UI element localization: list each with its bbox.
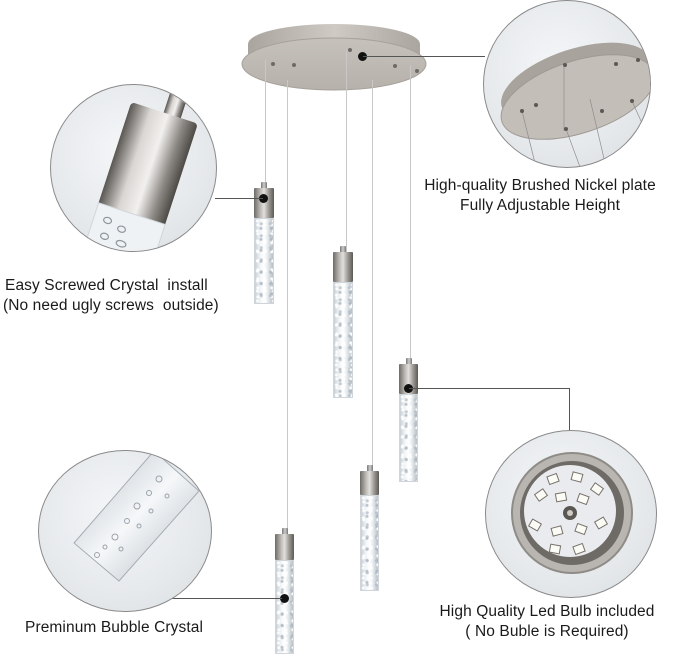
canopy-callout-caption: High-quality Brushed Nickel plate Fully … <box>402 176 678 216</box>
bubble-crystal-leader-line <box>170 598 282 599</box>
canopy-closeup-graphic <box>500 42 650 167</box>
suspension-wire <box>265 60 266 187</box>
bubble-crystal-callout-caption: Preminum Bubble Crystal <box>25 618 203 638</box>
crystal-install-callout-title: Easy Screwed Crystal install <box>5 277 208 294</box>
led-chip-closeup-inset <box>485 430 657 598</box>
canopy-plate <box>238 14 431 100</box>
suspension-wire <box>346 50 347 253</box>
pendant-light-5 <box>275 528 294 654</box>
crystal-install-callout-subtitle: (No need ugly screws outside) <box>3 297 219 314</box>
pendant-light-2 <box>333 246 353 398</box>
suspension-wire <box>410 65 411 365</box>
led-bulb-leader-line-v <box>569 388 570 432</box>
crystal-install-leader-line <box>215 198 263 199</box>
canopy-plate-closeup-inset <box>483 0 651 168</box>
canopy-plate-graphic <box>241 24 427 100</box>
suspension-wire <box>372 80 373 468</box>
screw-cap-closeup-inset <box>50 84 217 252</box>
canopy-callout-dot <box>358 52 367 61</box>
led-bulb-callout-title: High Quality Led Bulb included <box>439 603 655 620</box>
led-chip-closeup-graphic <box>511 452 633 574</box>
pendant-light-4 <box>360 465 379 591</box>
bubble-crystal-callout-title: Preminum Bubble Crystal <box>25 619 204 636</box>
canopy-callout-subtitle: Fully Adjustable Height <box>460 197 620 214</box>
canopy-leader-line <box>363 56 485 57</box>
pendant-5-callout-dot <box>280 594 289 603</box>
pendant-light-3 <box>399 358 418 482</box>
crystal-install-callout-caption: Easy Screwed Crystal install (No need ug… <box>3 276 253 316</box>
bubble-crystal-closeup-inset <box>38 450 212 612</box>
pendant-1-callout-dot <box>259 194 268 203</box>
led-bulb-callout-subtitle: ( No Buble is Required) <box>465 623 629 640</box>
led-bulb-callout-caption: High Quality Led Bulb included ( No Bubl… <box>422 602 672 642</box>
pendant-3-callout-dot <box>404 384 413 393</box>
suspension-wire <box>287 80 288 535</box>
screw-cap-closeup-graphic <box>79 92 197 251</box>
bubble-crystal-closeup-graphic <box>73 451 200 582</box>
led-bulb-leader-line-h <box>409 388 570 389</box>
canopy-callout-title: High-quality Brushed Nickel plate <box>424 177 656 194</box>
